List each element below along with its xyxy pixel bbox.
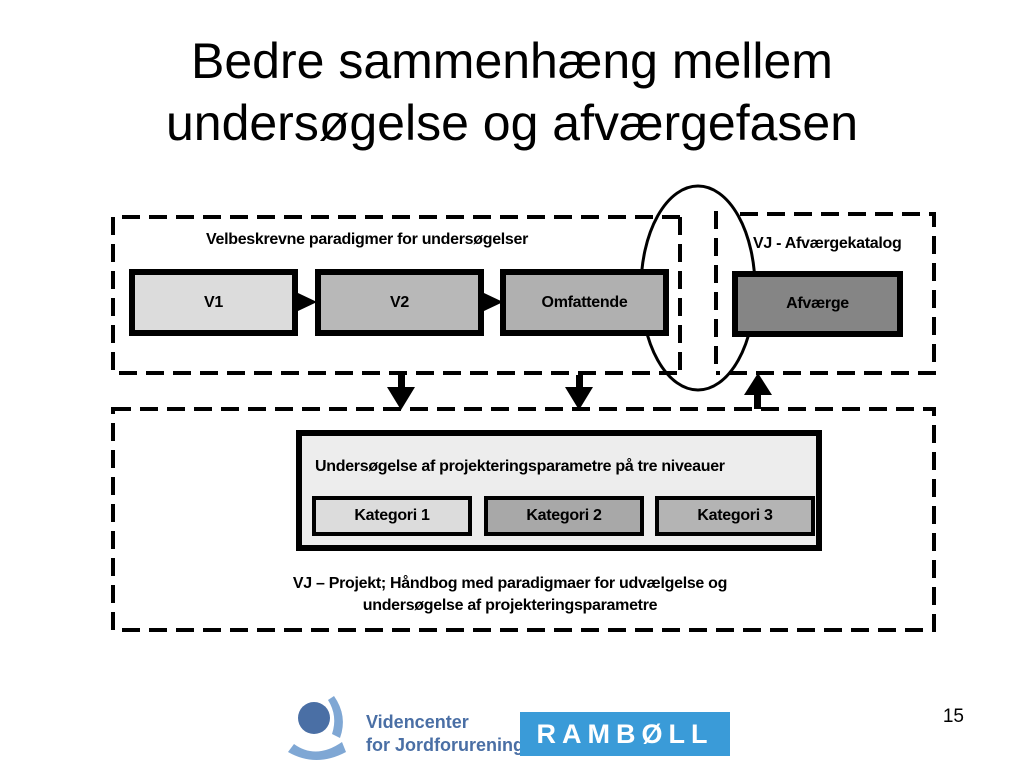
category-box-3: Kategori 3 <box>655 496 815 536</box>
category-box-1: Kategori 1 <box>312 496 472 536</box>
project-caption: VJ – Projekt; Håndbog med paradigmaer fo… <box>200 573 820 617</box>
phase-box-v2: V2 <box>315 269 484 336</box>
videncenter-logo-icon <box>288 696 346 760</box>
project-caption-line2: undersøgelse af projekteringsparametre <box>362 597 658 614</box>
phase-box-omfattende: Omfattende <box>500 269 669 336</box>
videncenter-line2: for Jordforurening <box>366 735 524 755</box>
slide-title-line2: undersøgelse og afværgefasen <box>165 95 859 151</box>
ramboll-logo: RAMBØLL <box>520 712 730 756</box>
arrow-v2-omfattende <box>484 293 503 311</box>
catalog-box-afvaerge: Afværge <box>732 271 903 337</box>
project-caption-line1: VJ – Projekt; Håndbog med paradigmaer fo… <box>292 575 728 592</box>
catalog-label: VJ - Afværgekatalog <box>753 235 902 252</box>
arrow-down-2 <box>565 375 593 410</box>
project-section-frame <box>111 407 936 632</box>
arrow-down-1 <box>387 375 415 410</box>
arrow-v1-v2 <box>298 293 317 311</box>
top-section-frame <box>111 215 680 375</box>
phase-box-v1: V1 <box>129 269 298 336</box>
slide-title: Bedre sammenhæng mellem undersøgelse og … <box>0 30 1024 154</box>
videncenter-line1: Videncenter <box>366 712 469 732</box>
arrow-up <box>744 373 772 409</box>
videncenter-logo-text: Videncenter for Jordforurening <box>366 711 524 757</box>
top-section-label: Velbeskrevne paradigmer for undersøgelse… <box>206 231 529 248</box>
catalog-section-frame <box>716 212 936 375</box>
inner-box-label: Undersøgelse af projekteringsparametre p… <box>315 458 725 475</box>
slide-number: 15 <box>942 706 964 727</box>
category-box-2: Kategori 2 <box>484 496 644 536</box>
slide-title-line1: Bedre sammenhæng mellem <box>191 33 833 89</box>
inner-research-box: Undersøgelse af projekteringsparametre p… <box>296 430 822 551</box>
